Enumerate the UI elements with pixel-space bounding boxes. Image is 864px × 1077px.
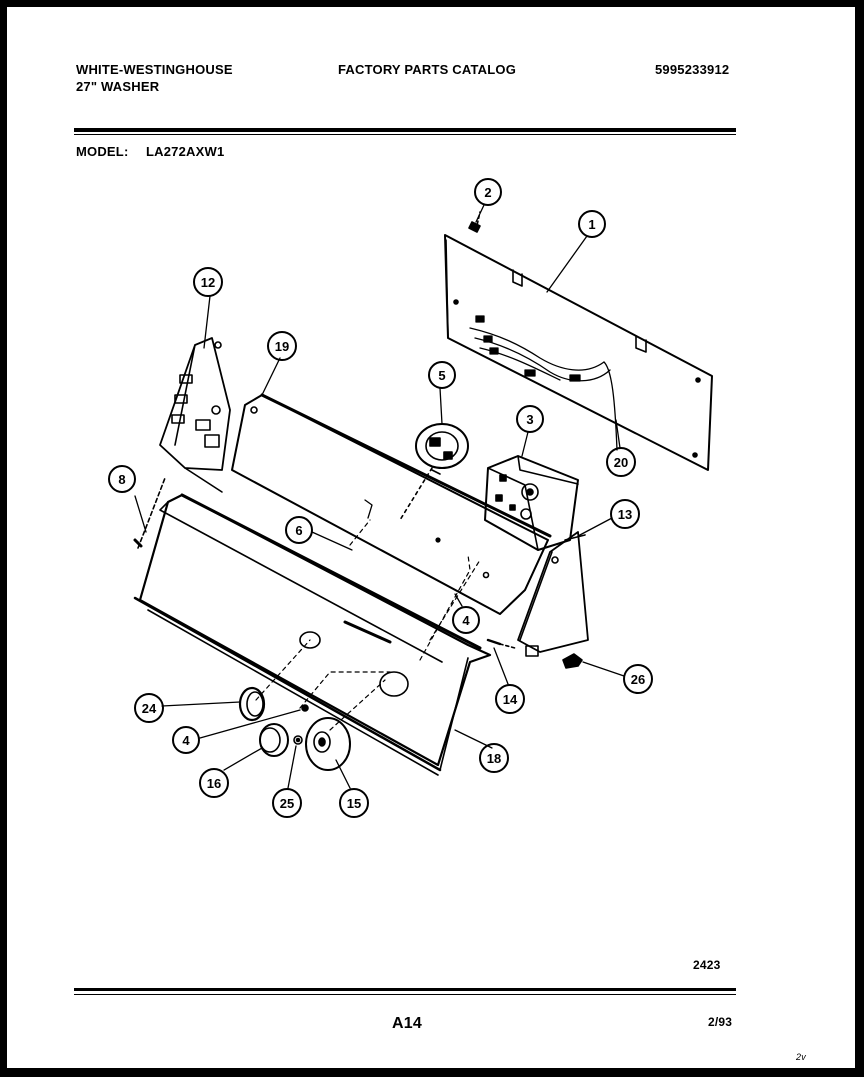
svg-text:4: 4 (182, 733, 190, 748)
callout-3: 3 (516, 405, 544, 433)
footer-rule-thick (74, 988, 736, 991)
callout-4-upper: 4 (452, 606, 480, 634)
callout-24: 24 (134, 693, 164, 723)
callout-2: 2 (474, 178, 502, 206)
wiring-harness (469, 315, 618, 451)
svg-text:16: 16 (207, 776, 221, 791)
revision-date: 2/93 (708, 1015, 733, 1029)
svg-text:4: 4 (462, 613, 470, 628)
screw-8 (133, 477, 166, 549)
header-rule-thick (74, 128, 736, 132)
svg-text:5: 5 (438, 368, 445, 383)
end-cap (517, 531, 589, 657)
corner-mark: 2v (796, 1052, 806, 1062)
svg-text:2: 2 (484, 185, 491, 200)
catalog-title: FACTORY PARTS CATALOG (338, 62, 517, 77)
model-label: MODEL: (76, 144, 129, 159)
callout-26: 26 (623, 664, 653, 694)
svg-text:1: 1 (588, 217, 595, 232)
rear-panel (444, 234, 713, 471)
dial-16 (259, 723, 289, 757)
svg-text:6: 6 (295, 523, 302, 538)
model-value: LA272AXW1 (146, 144, 225, 159)
svg-text:19: 19 (275, 339, 289, 354)
callout-13: 13 (610, 499, 640, 529)
svg-text:3: 3 (526, 412, 533, 427)
svg-text:20: 20 (614, 455, 628, 470)
assembly-lines (255, 519, 481, 731)
callout-8: 8 (108, 465, 136, 493)
screw-2 (468, 211, 481, 233)
callout-6: 6 (285, 516, 313, 544)
callout-25: 25 (272, 788, 302, 818)
screw-14 (486, 638, 516, 649)
nut-25 (293, 735, 303, 745)
svg-text:24: 24 (142, 701, 157, 716)
leader-lines (134, 204, 625, 789)
svg-text:12: 12 (201, 275, 215, 290)
spring-clip-4-lower (301, 704, 309, 712)
knob-24 (238, 686, 266, 722)
footer-rule-thin (74, 994, 736, 995)
timer-knob-assembly (399, 423, 469, 521)
callout-14: 14 (495, 684, 525, 714)
page-label: A14 (392, 1015, 422, 1032)
svg-text:26: 26 (631, 672, 645, 687)
callout-16: 16 (199, 768, 229, 798)
timer-knob-15 (305, 717, 351, 771)
catalog-number: 5995233912 (655, 62, 730, 77)
callout-15: 15 (339, 788, 369, 818)
drawing-number: 2423 (693, 958, 721, 972)
svg-text:25: 25 (280, 796, 294, 811)
console-panel (133, 493, 492, 776)
callout-19: 19 (267, 331, 297, 361)
product-name: 27" WASHER (76, 79, 160, 94)
svg-text:8: 8 (118, 472, 125, 487)
control-panel-bracket (231, 393, 552, 615)
callout-4-lower: 4 (172, 726, 200, 754)
header-rule-thin (74, 134, 736, 135)
clip (562, 653, 583, 669)
callout-5: 5 (428, 361, 456, 389)
callout-12: 12 (193, 267, 223, 297)
svg-text:13: 13 (618, 507, 632, 522)
callout-20: 20 (606, 447, 636, 477)
switch-bracket (159, 337, 231, 493)
svg-text:15: 15 (347, 796, 361, 811)
callouts: 1 2 3 4 4 5 6 8 12 13 14 15 16 18 19 20 … (108, 178, 653, 818)
callout-1: 1 (578, 210, 606, 238)
callout-18: 18 (479, 743, 509, 773)
brand-name: WHITE-WESTINGHOUSE (76, 62, 233, 77)
svg-text:18: 18 (487, 751, 501, 766)
svg-text:14: 14 (503, 692, 518, 707)
timer (484, 455, 579, 551)
